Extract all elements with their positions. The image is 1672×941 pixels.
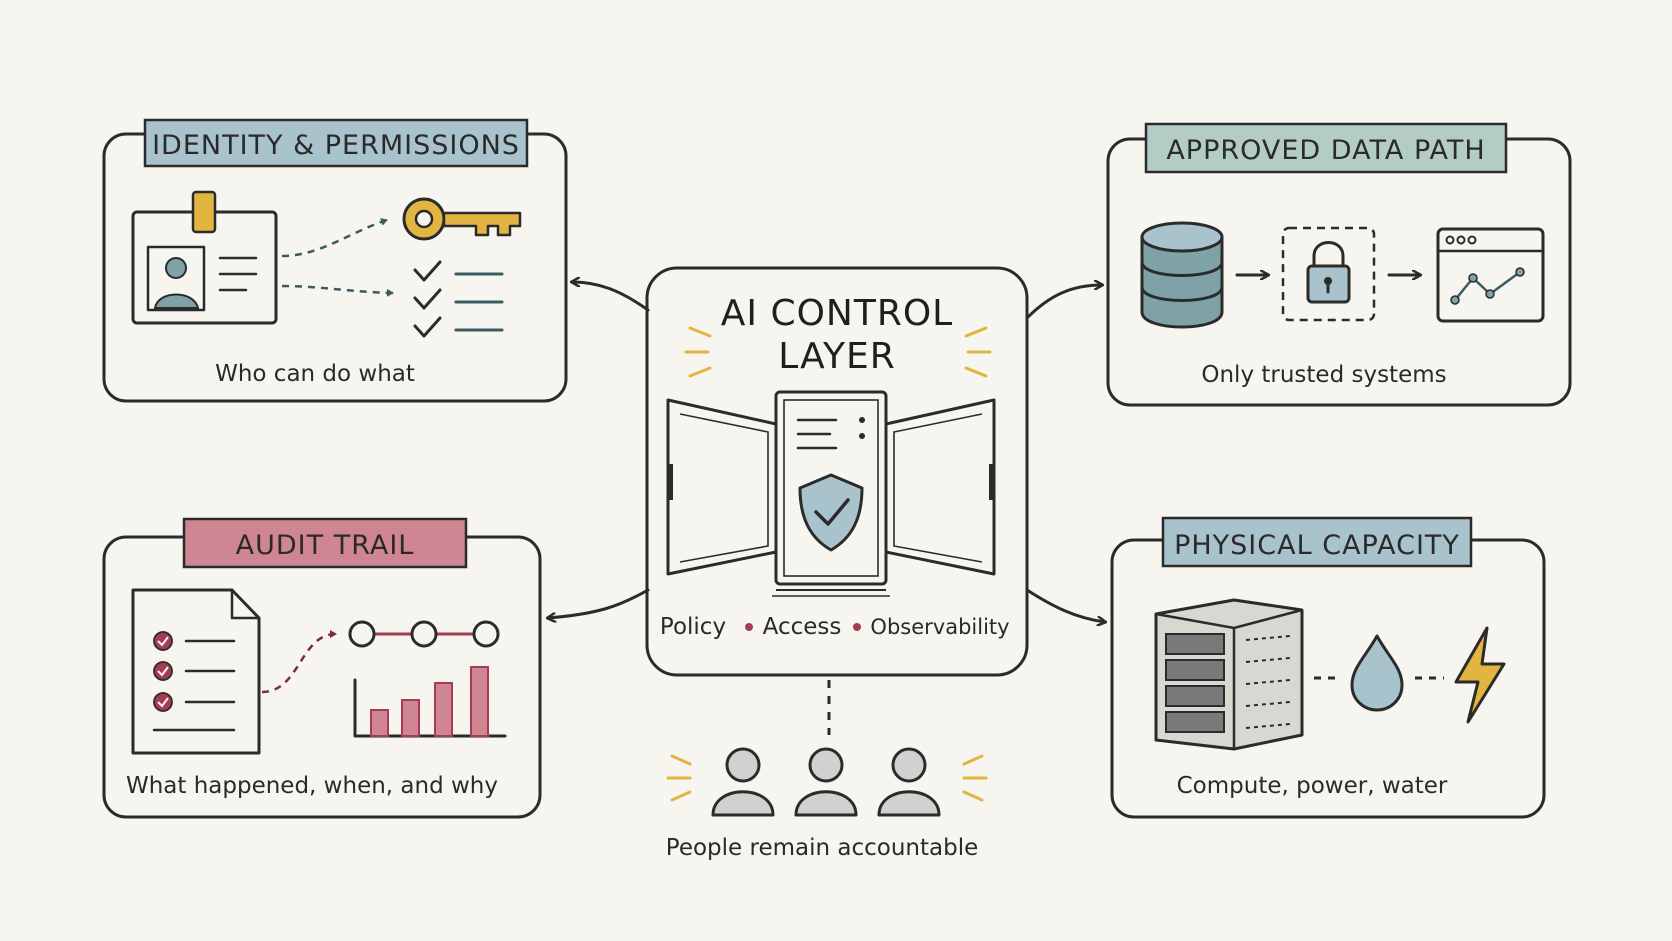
identity-banner <box>143 118 529 168</box>
people-sparkle-left <box>666 754 692 802</box>
padlock-icon <box>1281 226 1376 322</box>
pillar-dot-2 <box>853 623 861 631</box>
identity-caption: Who can do what <box>215 361 415 387</box>
key-icon <box>402 197 522 241</box>
connector-to-audit <box>548 588 650 618</box>
sparkle-right <box>964 326 992 378</box>
people-sparkle-right <box>962 754 988 802</box>
pillar-observability: Observability <box>870 615 1009 639</box>
server-rack-icon <box>1154 598 1304 751</box>
panel-identity: IDENTITY & PERMISSIONS Who can do <box>102 118 568 403</box>
sparkle-left <box>684 326 712 378</box>
panel-audit: AUDIT TRAIL <box>102 517 542 819</box>
connector-to-data-path <box>1025 285 1102 320</box>
physical-banner <box>1161 516 1473 568</box>
center-title-line2: LAYER <box>778 336 895 377</box>
browser-chart-icon <box>1436 227 1545 323</box>
panel-center: AI CONTROL LAYER <box>645 266 1029 677</box>
water-drop-icon <box>1350 634 1404 712</box>
audit-caption: What happened, when, and why <box>126 773 498 799</box>
id-badge-icon <box>131 190 278 325</box>
audit-dashed-arrow <box>261 630 337 694</box>
physical-title: PHYSICAL CAPACITY <box>1174 530 1460 561</box>
audit-banner <box>182 517 468 569</box>
timeline-icon <box>348 620 500 648</box>
identity-dashed-arrow-key <box>281 218 388 258</box>
audit-title: AUDIT TRAIL <box>236 530 415 561</box>
database-icon <box>1140 221 1224 329</box>
bar-chart-icon <box>353 666 507 738</box>
pillar-dot-1 <box>745 623 753 631</box>
physical-caption: Compute, power, water <box>1177 773 1448 799</box>
people-group: People remain accountable <box>666 747 988 861</box>
connector-to-identity <box>572 282 650 312</box>
data-path-banner <box>1144 122 1508 174</box>
data-path-caption: Only trusted systems <box>1201 362 1446 388</box>
gateway-icon <box>666 390 996 597</box>
connector-to-physical <box>1025 588 1105 622</box>
people-caption: People remain accountable <box>666 835 978 861</box>
pillar-policy: Policy <box>660 614 726 640</box>
panel-physical: PHYSICAL CAPACITY Compute, power, water <box>1110 516 1546 819</box>
center-title-line1: AI CONTROL <box>721 293 954 334</box>
lightning-icon <box>1454 626 1506 724</box>
data-path-title: APPROVED DATA PATH <box>1166 135 1485 166</box>
checklist-icon <box>413 260 504 338</box>
people-icon <box>711 747 941 817</box>
shield-check-icon <box>798 473 864 552</box>
identity-title: IDENTITY & PERMISSIONS <box>152 130 520 161</box>
connectors <box>548 282 1105 735</box>
identity-dashed-arrow-checklist <box>281 284 394 297</box>
document-checklist-icon <box>131 588 261 755</box>
panel-data-path: APPROVED DATA PATH <box>1106 122 1572 407</box>
pillar-access: Access <box>763 614 842 640</box>
